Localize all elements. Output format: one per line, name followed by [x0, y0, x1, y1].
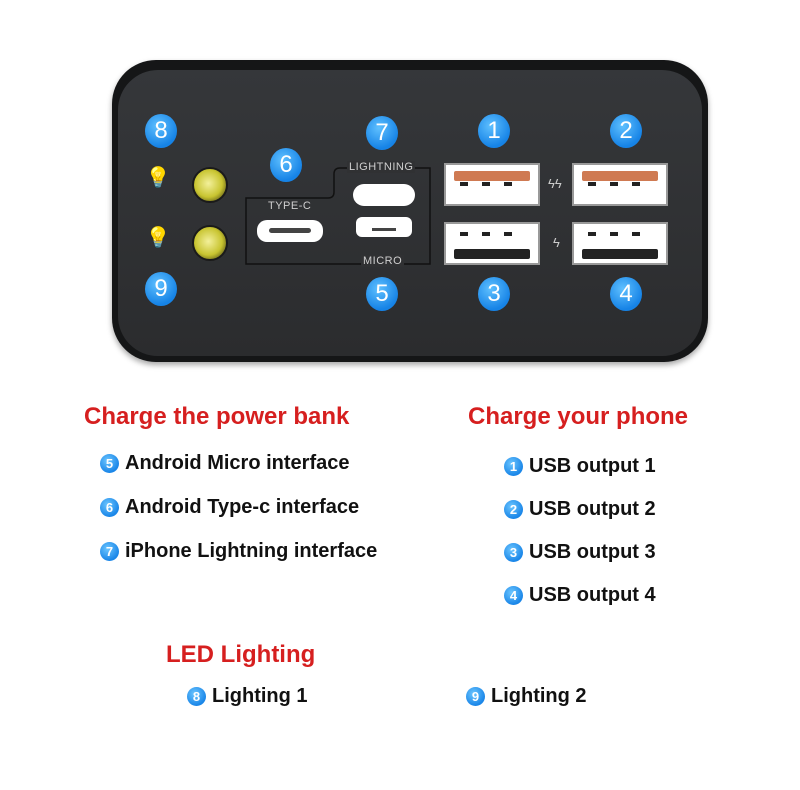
charge-icon: ϟ — [553, 235, 560, 250]
list-item: 5 Android Micro interface — [100, 452, 377, 475]
item-label: USB output 3 — [529, 541, 656, 563]
item-label: iPhone Lightning interface — [125, 540, 378, 562]
badge-6: 6 — [270, 148, 302, 182]
type-c-port — [257, 220, 323, 242]
item-label: USB output 2 — [529, 498, 656, 520]
badge-5: 5 — [366, 277, 398, 311]
badge-icon: 1 — [504, 457, 523, 476]
badge-icon: 2 — [504, 500, 523, 519]
item-label: USB output 4 — [529, 584, 656, 606]
list-item: 4 USB output 4 — [504, 584, 656, 607]
item-label: USB output 1 — [529, 455, 656, 477]
usb-port-4 — [572, 222, 668, 265]
badge-8: 8 — [145, 114, 177, 148]
micro-usb-port — [356, 217, 412, 237]
list-item: 1 USB output 1 — [504, 455, 656, 478]
item-label: Lighting 2 — [491, 685, 587, 707]
lightning-port — [353, 184, 415, 206]
charge-bank-title: Charge the power bank — [84, 403, 350, 430]
power-bank-panel — [118, 70, 702, 356]
badge-1: 1 — [478, 114, 510, 148]
type-c-label: TYPE-C — [268, 200, 312, 212]
led-light-1 — [192, 167, 228, 203]
usb-port-1 — [444, 163, 540, 206]
badge-2: 2 — [610, 114, 642, 148]
item-label: Android Micro interface — [125, 452, 350, 474]
list-item: 8 Lighting 1 — [187, 685, 308, 708]
badge-icon: 7 — [100, 542, 119, 561]
list-item: 3 USB output 3 — [504, 541, 656, 564]
list-item: 6 Android Type-c interface — [100, 496, 377, 519]
led-light-2 — [192, 225, 228, 261]
badge-icon: 4 — [504, 586, 523, 605]
fast-charge-icon: ϟϟ — [548, 176, 562, 191]
lightning-label: LIGHTNING — [347, 161, 416, 173]
badge-3: 3 — [478, 277, 510, 311]
badge-icon: 3 — [504, 543, 523, 562]
input-bracket — [245, 167, 431, 265]
usb-port-3 — [444, 222, 540, 265]
led-title: LED Lighting — [166, 641, 316, 668]
bulb-icon: 💡 — [145, 227, 171, 249]
item-label: Android Type-c interface — [125, 496, 360, 518]
list-item: 2 USB output 2 — [504, 498, 656, 521]
badge-7: 7 — [366, 116, 398, 150]
usb-port-2 — [572, 163, 668, 206]
badge-icon: 9 — [466, 687, 485, 706]
charge-bank-list: 5 Android Micro interface 6 Android Type-c… — [100, 452, 377, 563]
badge-icon: 8 — [187, 687, 206, 706]
list-item: 7 iPhone Lightning interface — [100, 540, 377, 563]
micro-label: MICRO — [361, 255, 405, 267]
badge-icon: 5 — [100, 454, 119, 473]
badge-icon: 6 — [100, 498, 119, 517]
badge-9: 9 — [145, 272, 177, 306]
charge-phone-title: Charge your phone — [468, 403, 689, 430]
badge-4: 4 — [610, 277, 642, 311]
bulb-icon: 💡 — [145, 167, 171, 189]
item-label: Lighting 1 — [212, 685, 308, 707]
list-item: 9 Lighting 2 — [466, 685, 587, 708]
